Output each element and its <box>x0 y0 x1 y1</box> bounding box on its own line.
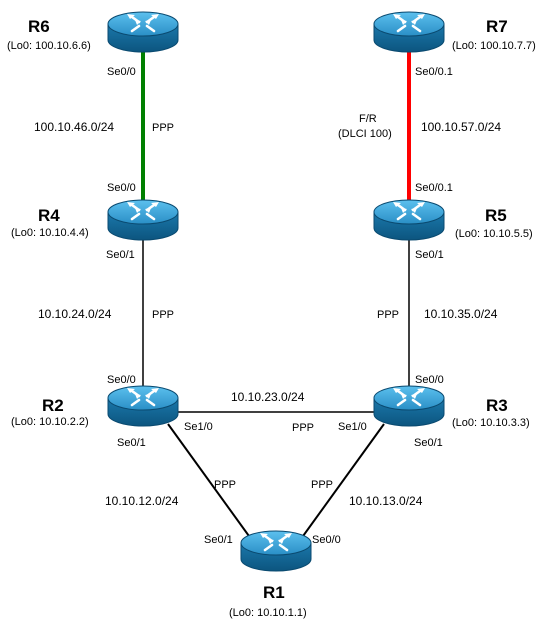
router-r6-name: R6 <box>28 17 50 36</box>
protocol-r6-r4: PPP <box>152 122 174 134</box>
subnet-r2-r3: 10.10.23.0/24 <box>231 390 305 404</box>
router-r3-loopback: (Lo0: 10.10.3.3) <box>452 417 530 429</box>
protocol-r7-r5: F/R <box>359 113 377 125</box>
r7-interface-label: Se0/0.1 <box>415 66 453 78</box>
protocol-r7-r5-detail: (DLCI 100) <box>338 128 392 140</box>
router-r6-icon <box>106 10 180 54</box>
r3-left-interface-label: Se1/0 <box>338 421 367 433</box>
router-r2-loopback: (Lo0: 10.10.2.2) <box>11 416 89 428</box>
r4-top-interface-label: Se0/0 <box>107 182 136 194</box>
router-r4-name: R4 <box>38 206 60 225</box>
r3-top-interface-label: Se0/0 <box>415 374 444 386</box>
router-r7-loopback: (Lo0: 100.10.7.7) <box>452 40 536 52</box>
r5-top-interface-label: Se0/0.1 <box>415 182 453 194</box>
protocol-r4-r2: PPP <box>152 309 174 321</box>
router-r5-loopback: (Lo0: 10.10.5.5) <box>455 228 533 240</box>
router-r3-name: R3 <box>486 396 508 415</box>
subnet-r4-r2: 10.10.24.0/24 <box>38 307 112 321</box>
r5-bottom-interface-label: Se0/1 <box>415 249 444 261</box>
protocol-r2-r1: PPP <box>214 479 236 491</box>
r2-bottom-interface-label: Se0/1 <box>117 437 146 449</box>
router-r4-icon <box>106 198 180 242</box>
r1-left-interface-label: Se0/1 <box>204 534 233 546</box>
router-r1-name: R1 <box>263 583 285 602</box>
r4-bottom-interface-label: Se0/1 <box>106 249 135 261</box>
r6-interface-label: Se0/0 <box>107 66 136 78</box>
router-r7-icon <box>372 10 446 54</box>
r3-bottom-interface-label: Se0/1 <box>414 437 443 449</box>
r2-top-interface-label: Se0/0 <box>107 374 136 386</box>
router-r6-loopback: (Lo0: 100.10.6.6) <box>7 40 91 52</box>
r2-right-interface-label: Se1/0 <box>184 421 213 433</box>
subnet-r6-r4: 100.10.46.0/24 <box>34 120 114 134</box>
subnet-r7-r5: 100.10.57.0/24 <box>421 120 501 134</box>
router-r4-loopback: (Lo0: 10.10.4.4) <box>11 227 89 239</box>
protocol-r2-r3: PPP <box>292 422 314 434</box>
r1-right-interface-label: Se0/0 <box>312 534 341 546</box>
link-r3-r1 <box>297 423 385 544</box>
link-r2-r1 <box>167 423 255 544</box>
subnet-r3-r1: 10.10.13.0/24 <box>349 494 423 508</box>
protocol-r5-r3: PPP <box>377 309 399 321</box>
subnet-r2-r1: 10.10.12.0/24 <box>105 494 179 508</box>
router-r7-name: R7 <box>486 17 508 36</box>
subnet-r5-r3: 10.10.35.0/24 <box>424 307 498 321</box>
router-r1-loopback: (Lo0: 10.10.1.1) <box>229 607 307 619</box>
router-r5-icon <box>372 198 446 242</box>
router-r5-name: R5 <box>485 206 507 225</box>
router-r3-icon <box>372 384 446 428</box>
router-r1-icon <box>239 529 313 573</box>
protocol-r3-r1: PPP <box>311 479 333 491</box>
router-r2-name: R2 <box>42 396 64 415</box>
router-r2-icon <box>106 384 180 428</box>
